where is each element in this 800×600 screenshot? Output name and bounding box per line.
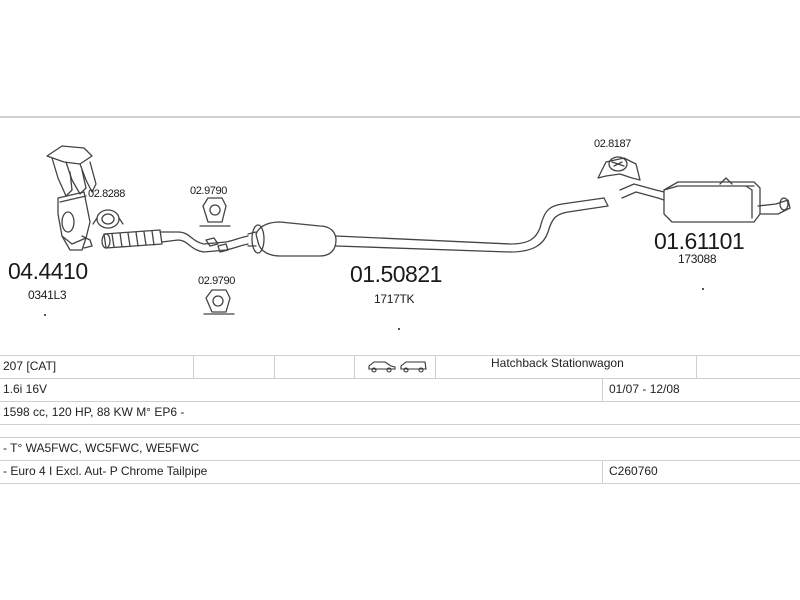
column-divider [193,356,194,378]
table-row: 1598 cc, 120 HP, 88 KW M° EP6 - [0,402,800,425]
spec-cell: 1598 cc, 120 HP, 88 KW M° EP6 - [3,405,185,419]
marker-dot [44,314,46,316]
table-row: 1.6i 16V 01/07 - 12/08 [0,379,800,402]
middle-silencer-part-number: 01.50821 [350,261,442,287]
column-divider [435,356,436,378]
table-row: - Euro 4 I Excl. Aut- P Chrome Tailpipe … [0,461,800,484]
table-row: - T° WA5FWC, WC5FWC, WE5FWC [0,438,800,461]
table-spacer [0,425,800,438]
kit-code-cell: C260760 [609,464,658,478]
middle-silencer-part[interactable] [247,221,337,257]
exhaust-diagram: 04.4410 0341L3 02.8288 02.9790 02.9790 0… [0,118,800,353]
manifold-part-number: 04.4410 [8,258,88,284]
body-type-icons [362,356,429,378]
rear-mount-part-number: 02.8187 [594,138,631,150]
application-table: 207 [CAT] Hatchback Stationwagon 1.6i 16… [0,355,800,484]
front-pipe-part[interactable] [159,231,249,253]
upper-mount-part-number: 02.9790 [190,185,227,197]
lower-mount-part-number: 02.9790 [198,275,235,287]
clamp-part[interactable] [92,209,124,229]
notes-cell: - Euro 4 I Excl. Aut- P Chrome Tailpipe [3,464,208,478]
clamp-part-number: 02.8288 [88,188,125,200]
car-icons [368,361,427,373]
manifold-ref-code: 0341L3 [28,288,67,302]
hatchback-icon [368,361,396,370]
flex-pipe-part[interactable] [101,229,163,249]
upper-mount-part[interactable] [199,197,231,227]
column-divider [274,356,275,378]
intermediate-pipe-part[interactable] [335,197,609,253]
years-cell: 01/07 - 12/08 [609,382,680,396]
marker-dot [398,328,400,330]
exhaust-drawing [46,145,791,315]
column-divider [696,356,697,378]
marker-dot [702,288,704,290]
middle-silencer-ref-code: 1717TK [374,292,415,306]
rear-mount-part[interactable] [597,156,641,181]
column-divider [602,461,603,483]
top-rule [0,116,800,118]
model-cell: 207 [CAT] [3,359,57,373]
engine-codes-cell: - T° WA5FWC, WC5FWC, WE5FWC [3,441,200,455]
rear-silencer-part-number: 01.61101 [654,228,745,254]
table-row: 207 [CAT] Hatchback Stationwagon [0,355,800,379]
stationwagon-icon [400,361,427,370]
body-type-cell: Hatchback Stationwagon [491,356,624,370]
hanger-clips-part[interactable] [205,237,229,253]
engine-cell: 1.6i 16V [3,382,48,396]
column-divider [602,379,603,401]
lower-mount-part[interactable] [203,289,235,315]
rear-silencer-ref-code: 173088 [678,252,717,266]
manifold-catalyst-part[interactable] [46,145,97,251]
rear-silencer-part[interactable] [619,177,791,223]
column-divider [354,356,355,378]
